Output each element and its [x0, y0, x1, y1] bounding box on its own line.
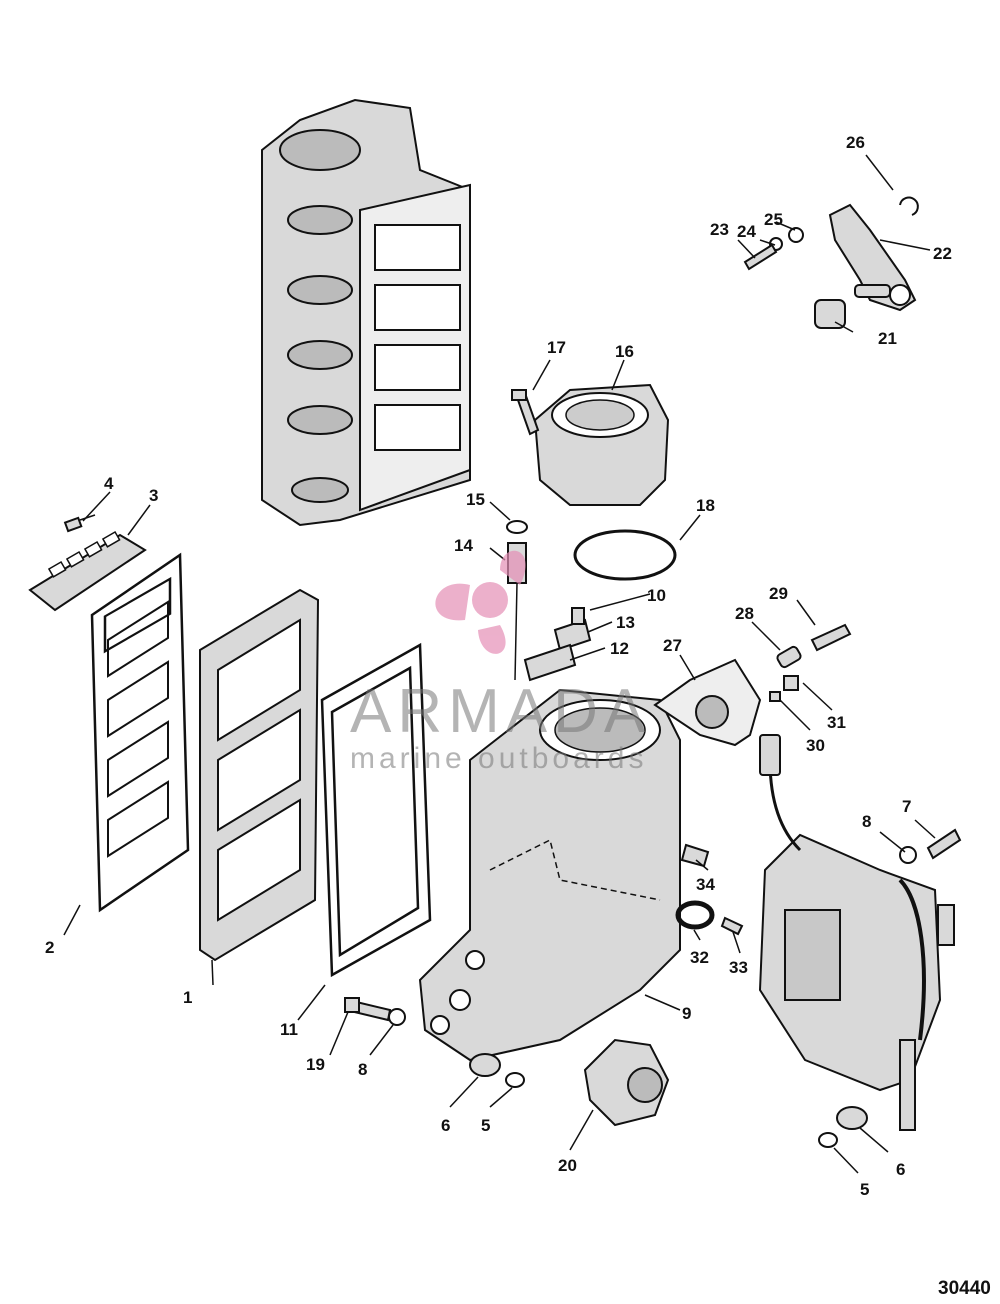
- fuel-pump: [583, 1038, 670, 1127]
- sensor-bracket: [523, 607, 592, 682]
- callout-22: 22: [933, 244, 952, 263]
- callout-24: 24: [737, 222, 756, 241]
- callout-23: 23: [710, 220, 729, 239]
- callout-28: 28: [735, 604, 754, 623]
- callout-26: 26: [846, 133, 865, 152]
- linkage-roller: [814, 284, 891, 329]
- callout-19: 19: [306, 1055, 325, 1074]
- callout-6b: 6: [896, 1160, 905, 1179]
- callout-31: 31: [827, 713, 846, 732]
- callout-10: 10: [647, 586, 666, 605]
- callout-3: 3: [149, 486, 158, 505]
- reed-block-housing: [199, 588, 320, 962]
- callout-9: 9: [682, 1004, 691, 1023]
- callout-labels: 1 2 3 4 5 5 6 6 7 8 8 9 10 11 12 13 14 1…: [45, 133, 952, 1199]
- grommet-right: [818, 1106, 868, 1148]
- leader-lines: [63, 154, 936, 1174]
- throttle-body: [533, 383, 670, 506]
- callout-18: 18: [696, 496, 715, 515]
- callout-11: 11: [280, 1020, 298, 1039]
- callout-21: 21: [878, 329, 897, 348]
- hose-clamp: [675, 900, 715, 930]
- callout-5b: 5: [860, 1180, 869, 1199]
- callout-34: 34: [696, 875, 715, 894]
- grommet-lower: [469, 1053, 525, 1088]
- gasket-plate: [90, 552, 190, 913]
- crankcase-block: [261, 98, 471, 527]
- watermark-tagline: marine outboards: [350, 742, 647, 775]
- watermark-logo: ARMADA marine outboards: [350, 550, 651, 775]
- throttle-body-bolt: [511, 389, 540, 436]
- callout-8a: 8: [862, 812, 871, 831]
- idle-air-control: [653, 658, 762, 747]
- throttle-linkage-arm: [828, 203, 917, 312]
- callout-20: 20: [558, 1156, 577, 1175]
- callout-30: 30: [806, 736, 825, 755]
- linkage-hardware: [743, 227, 804, 271]
- fitting-34: [680, 843, 710, 868]
- callout-2: 2: [45, 938, 54, 957]
- washer-lower-left: [388, 1008, 406, 1026]
- callout-25: 25: [764, 210, 783, 229]
- callout-1: 1: [183, 988, 192, 1007]
- module-bolt-washer: [899, 828, 962, 864]
- fittings-28-31: [769, 623, 852, 702]
- callout-6a: 6: [441, 1116, 450, 1135]
- callout-7: 7: [902, 797, 911, 816]
- callout-14: 14: [454, 536, 473, 555]
- callout-32: 32: [690, 948, 709, 967]
- figure-number: 30440: [938, 1278, 991, 1299]
- screw-33: [720, 916, 744, 936]
- callout-33: 33: [729, 958, 748, 977]
- callout-17: 17: [547, 338, 566, 357]
- callout-29: 29: [769, 584, 788, 603]
- manifold-gasket: [320, 642, 432, 978]
- bolt-19: [344, 997, 392, 1022]
- retaining-clip: [899, 196, 919, 216]
- callout-27: 27: [663, 636, 682, 655]
- callout-13: 13: [616, 613, 635, 632]
- fuel-supply-module: [758, 734, 955, 1131]
- reed-plate: [28, 531, 147, 612]
- throttle-o-ring: [573, 529, 677, 581]
- reed-screw: [63, 514, 96, 533]
- callout-4: 4: [104, 474, 114, 493]
- callout-16: 16: [615, 342, 634, 361]
- callout-5a: 5: [481, 1116, 490, 1135]
- callout-12: 12: [610, 639, 629, 658]
- callout-8b: 8: [358, 1060, 367, 1079]
- callout-15: 15: [466, 490, 485, 509]
- intake-manifold: [418, 688, 681, 1062]
- watermark-brand: ARMADA: [350, 677, 651, 746]
- temperature-sensor: [506, 520, 528, 681]
